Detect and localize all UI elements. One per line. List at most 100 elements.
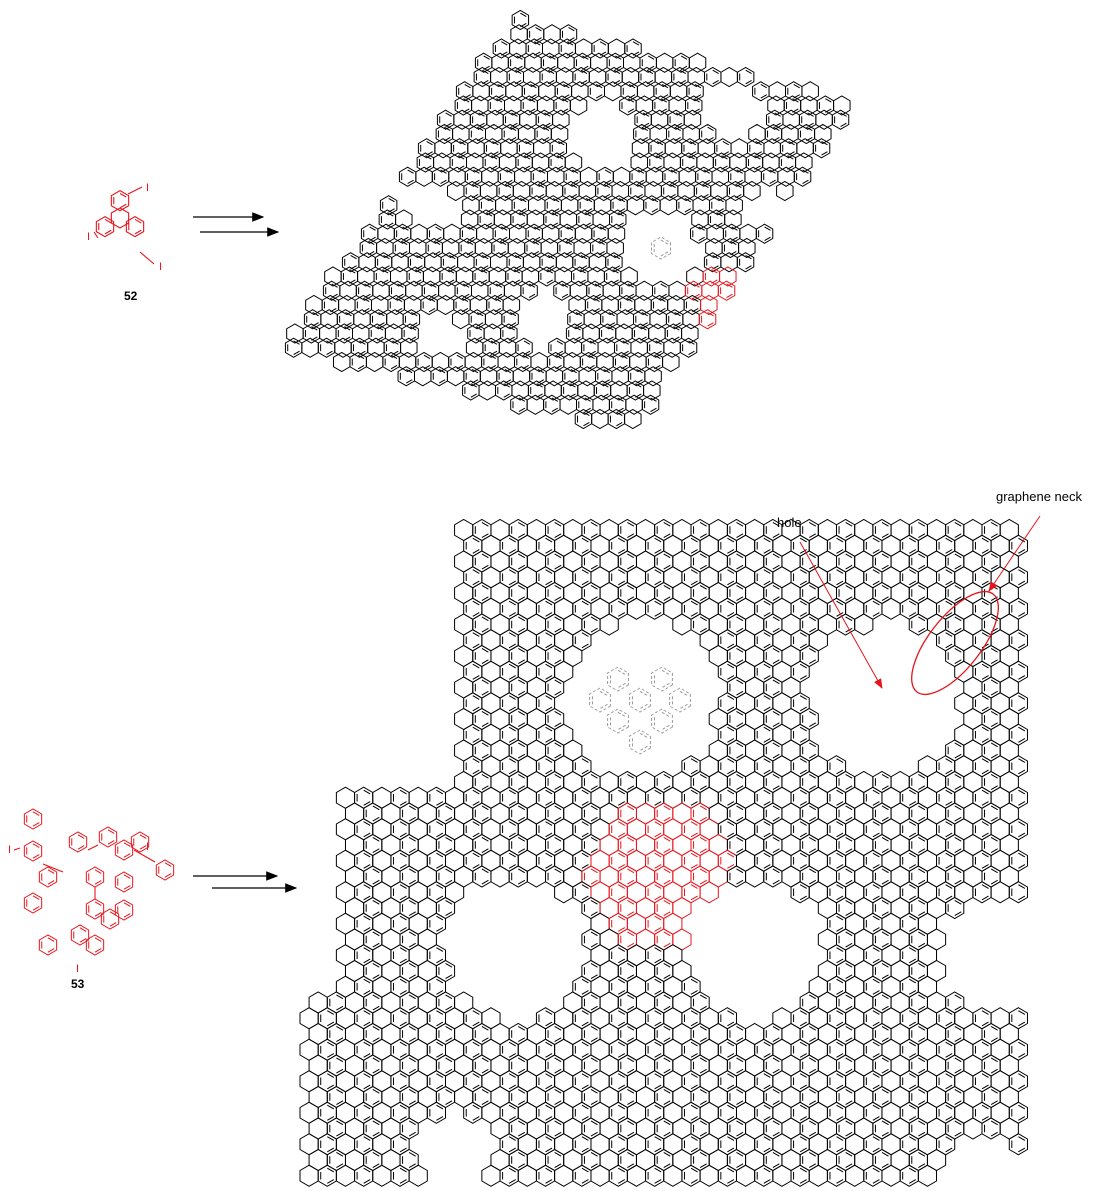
double-bond xyxy=(660,239,669,245)
double-bond xyxy=(372,805,380,811)
double-bond xyxy=(772,1089,780,1094)
double-bond xyxy=(471,368,479,374)
double-bond xyxy=(836,549,844,554)
double-bond xyxy=(808,1089,817,1094)
double-bond xyxy=(336,1037,344,1042)
c-i-bond xyxy=(93,231,99,239)
double-bond xyxy=(517,585,526,590)
double-bond xyxy=(383,254,390,260)
double-bond xyxy=(845,816,853,822)
double-bond xyxy=(1018,1041,1026,1047)
double-bond xyxy=(881,942,889,948)
double-bond xyxy=(981,1041,989,1047)
double-bond xyxy=(836,789,844,795)
double-bond xyxy=(590,868,598,874)
benzene-ring xyxy=(23,892,43,914)
double-bond xyxy=(736,785,744,790)
double-bond xyxy=(445,837,453,842)
double-bond xyxy=(327,1147,335,1153)
double-bond xyxy=(845,627,853,633)
double-bond xyxy=(845,585,853,590)
double-bond xyxy=(481,522,489,527)
double-bond xyxy=(699,533,707,538)
double-bond xyxy=(772,742,780,748)
benzene-ring xyxy=(408,237,427,259)
double-bond xyxy=(516,55,523,60)
double-bond xyxy=(549,55,556,60)
double-bond xyxy=(763,1084,771,1090)
double-bond xyxy=(654,569,662,574)
double-bond xyxy=(615,55,622,60)
double-bond xyxy=(472,569,480,574)
iodine-label-52c: I xyxy=(159,261,162,273)
benzene-ring xyxy=(634,294,652,316)
benzene-ring xyxy=(711,166,729,187)
benzene-ring xyxy=(305,294,323,316)
benzene-ring xyxy=(568,294,586,316)
double-bond xyxy=(692,297,699,303)
double-bond xyxy=(408,1152,416,1157)
double-bond xyxy=(556,340,564,345)
double-bond xyxy=(327,1041,335,1047)
double-bond xyxy=(736,564,744,570)
benzene-ring xyxy=(536,95,555,116)
double-bond xyxy=(727,789,735,795)
double-bond xyxy=(808,1005,817,1011)
double-bond xyxy=(445,816,453,822)
double-bond xyxy=(981,726,989,732)
benzene-ring xyxy=(963,1117,983,1140)
double-bond xyxy=(387,212,394,217)
double-bond xyxy=(981,580,989,586)
double-bond xyxy=(654,537,662,543)
benzene-ring xyxy=(814,123,832,145)
double-bond xyxy=(651,197,659,203)
double-bond xyxy=(517,1120,526,1126)
double-bond xyxy=(730,240,737,246)
double-bond xyxy=(436,958,444,964)
benzene-ring xyxy=(471,95,489,116)
double-bond xyxy=(654,1179,662,1184)
double-bond xyxy=(772,1057,780,1063)
double-bond xyxy=(463,283,470,288)
benzene-ring xyxy=(812,138,831,159)
double-bond xyxy=(554,774,562,779)
double-bond xyxy=(545,758,553,763)
double-bond xyxy=(480,269,488,274)
double-bond xyxy=(481,879,489,885)
benzene-ring xyxy=(517,123,536,145)
benzene-ring xyxy=(800,95,818,116)
double-bond xyxy=(736,533,744,538)
double-bond xyxy=(918,1026,926,1031)
double-bond xyxy=(799,612,807,617)
double-bond xyxy=(840,112,847,117)
benzene-ring xyxy=(540,237,559,259)
double-bond xyxy=(528,283,536,288)
double-bond xyxy=(945,600,953,606)
benzene-ring xyxy=(462,195,480,216)
double-bond xyxy=(990,879,998,885)
double-bond xyxy=(703,169,710,174)
double-bond xyxy=(481,690,489,696)
double-bond xyxy=(399,1104,407,1110)
double-bond xyxy=(408,805,416,811)
double-bond xyxy=(669,183,676,189)
double-bond xyxy=(836,1073,844,1078)
double-bond xyxy=(712,69,719,75)
double-bond xyxy=(808,1068,817,1074)
double-bond xyxy=(472,801,480,806)
double-bond xyxy=(119,203,127,209)
double-bond xyxy=(616,411,623,417)
double-bond xyxy=(449,254,456,260)
double-bond xyxy=(472,1073,480,1078)
double-bond xyxy=(520,197,527,203)
double-bond xyxy=(845,1057,853,1063)
double-bond xyxy=(545,706,553,712)
double-bond xyxy=(769,169,776,174)
benzene-ring xyxy=(725,195,743,216)
double-bond xyxy=(436,927,444,932)
double-bond xyxy=(399,821,407,826)
double-bond xyxy=(808,585,817,590)
double-bond xyxy=(699,1152,707,1157)
double-bond xyxy=(372,868,380,874)
double-bond xyxy=(763,675,771,680)
